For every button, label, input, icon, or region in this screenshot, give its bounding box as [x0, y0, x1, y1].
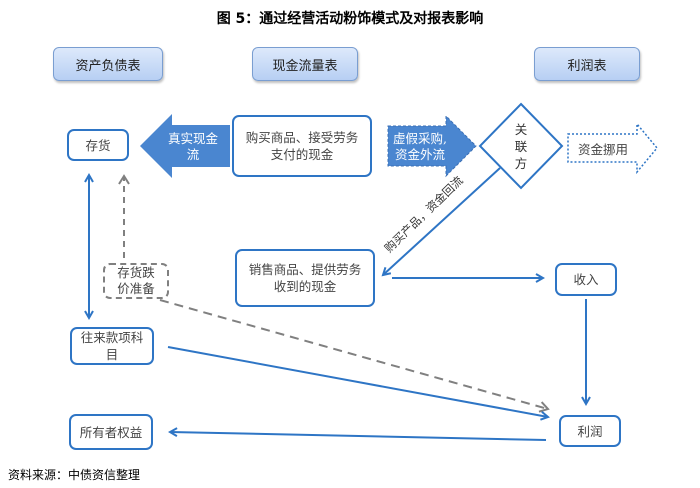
receivables-line1: 往来款项科	[80, 330, 144, 345]
inventory-impairment-node: 存货跌 价准备	[103, 263, 169, 299]
buy-back-arrow	[383, 167, 501, 275]
related-party-label: 关 联 方	[511, 121, 531, 172]
header-cash-flow-label: 现金流量表	[272, 58, 338, 74]
header-income-statement-label: 利润表	[567, 58, 607, 74]
cash-received-line2: 收到的现金	[273, 279, 337, 294]
header-balance-sheet-label: 资产负债表	[75, 58, 141, 74]
cash-paid-line1: 购买商品、接受劳务	[245, 130, 359, 145]
source-note: 资料来源：中债资信整理	[8, 468, 141, 482]
receivables-line2: 目	[105, 347, 119, 362]
header-cash-flow: 现金流量表	[252, 47, 358, 81]
header-income-statement: 利润表	[534, 47, 640, 81]
inventory-label: 存货	[85, 137, 111, 153]
receivables-to-profit-arrow	[167, 346, 548, 417]
related-party-char3: 方	[514, 156, 528, 171]
equity-label: 所有者权益	[79, 424, 143, 440]
real-cash-flow-label-line2: 流	[186, 147, 200, 162]
cash-paid-line2: 支付的现金	[270, 147, 334, 162]
real-cash-flow-label-line1: 真实现金	[167, 131, 218, 146]
impairment-line1: 存货跌	[117, 265, 155, 280]
related-party-char2: 联	[514, 139, 528, 154]
fund-misuse-arrow	[567, 121, 658, 175]
revenue-label: 收入	[573, 272, 599, 287]
cash-received-line1: 销售商品、提供劳务	[248, 262, 362, 277]
related-party-char1: 关	[514, 122, 528, 137]
real-cash-flow-label: 真实现金 流	[160, 131, 226, 163]
related-party-diamond	[478, 102, 564, 190]
profit-to-equity-arrow	[170, 432, 547, 441]
inventory-node: 存货	[67, 129, 129, 161]
equity-node: 所有者权益	[69, 414, 153, 450]
cash-received-node: 销售商品、提供劳务 收到的现金	[235, 249, 375, 307]
real-cash-flow-arrow	[140, 114, 230, 178]
profit-label: 利润	[577, 423, 603, 439]
impairment-line2: 价准备	[117, 281, 155, 296]
header-balance-sheet: 资产负债表	[53, 47, 163, 81]
fake-purchase-label-line1: 虚假采购,	[393, 131, 447, 146]
revenue-node: 收入	[555, 263, 617, 296]
receivables-node: 往来款项科 目	[70, 327, 154, 365]
cash-paid-node: 购买商品、接受劳务 支付的现金	[232, 115, 372, 177]
fake-purchase-arrow	[387, 114, 477, 178]
fund-misuse-label: 资金挪用	[577, 142, 628, 157]
figure-title: 图 5：通过经营活动粉饰模式及对报表影响	[216, 11, 484, 27]
impairment-to-profit-arrow	[159, 299, 550, 413]
fake-purchase-label: 虚假采购, 资金外流	[386, 131, 454, 163]
profit-node: 利润	[559, 415, 621, 447]
fake-purchase-label-line2: 资金外流	[394, 147, 445, 162]
